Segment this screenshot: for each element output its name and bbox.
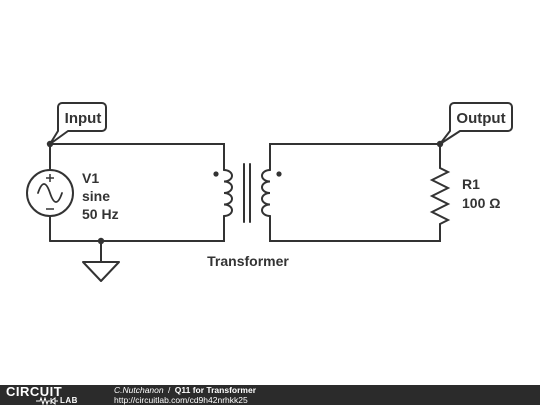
primary-top-wire	[49, 143, 225, 171]
logo-circuit-icon	[36, 397, 58, 405]
input-label: Input	[49, 102, 107, 145]
primary-dot	[213, 171, 219, 177]
meta-separator: /	[168, 385, 171, 395]
resistor-zigzag	[429, 163, 451, 225]
output-label: Output	[439, 102, 513, 145]
primary-coil	[223, 169, 233, 217]
transformer-label: Transformer	[207, 253, 289, 269]
source-name: V1	[82, 170, 99, 186]
output-label-text: Output	[456, 110, 505, 127]
primary-bottom-wire	[49, 215, 225, 242]
sine-symbol	[37, 183, 63, 203]
input-label-text: Input	[65, 110, 102, 127]
circuit-meta: C.Nutchanon / Q11 for Transformer http:/…	[114, 385, 256, 405]
logo-top-text: CIRCUIT	[6, 384, 63, 399]
resistor-name: R1	[462, 176, 480, 192]
source-frequency: 50 Hz	[82, 206, 119, 222]
circuit-title: Q11 for Transformer	[174, 385, 257, 395]
secondary-coil	[261, 169, 271, 217]
author-link[interactable]: C.Nutchanon	[114, 385, 164, 395]
logo-bottom-text: LAB	[60, 396, 78, 405]
resistor-value: 100 Ω	[462, 195, 500, 211]
secondary-top-wire	[269, 143, 441, 171]
footer-bar: CIRCUIT LAB C.Nutchanon / Q11 for Transf…	[0, 385, 540, 405]
ground-node	[97, 237, 105, 245]
voltage-source-circle	[26, 169, 74, 217]
circuit-schematic: Input Output V1 sine 50 Hz Transformer R…	[26, 102, 513, 282]
ground-symbol	[82, 261, 120, 282]
circuitlab-logo: CIRCUIT LAB	[6, 385, 104, 405]
secondary-dot	[276, 171, 282, 177]
source-type: sine	[82, 188, 110, 204]
secondary-bottom-wire	[269, 215, 441, 242]
circuit-url[interactable]: http://circuitlab.com/cd9h42nrhkk25	[114, 395, 248, 405]
